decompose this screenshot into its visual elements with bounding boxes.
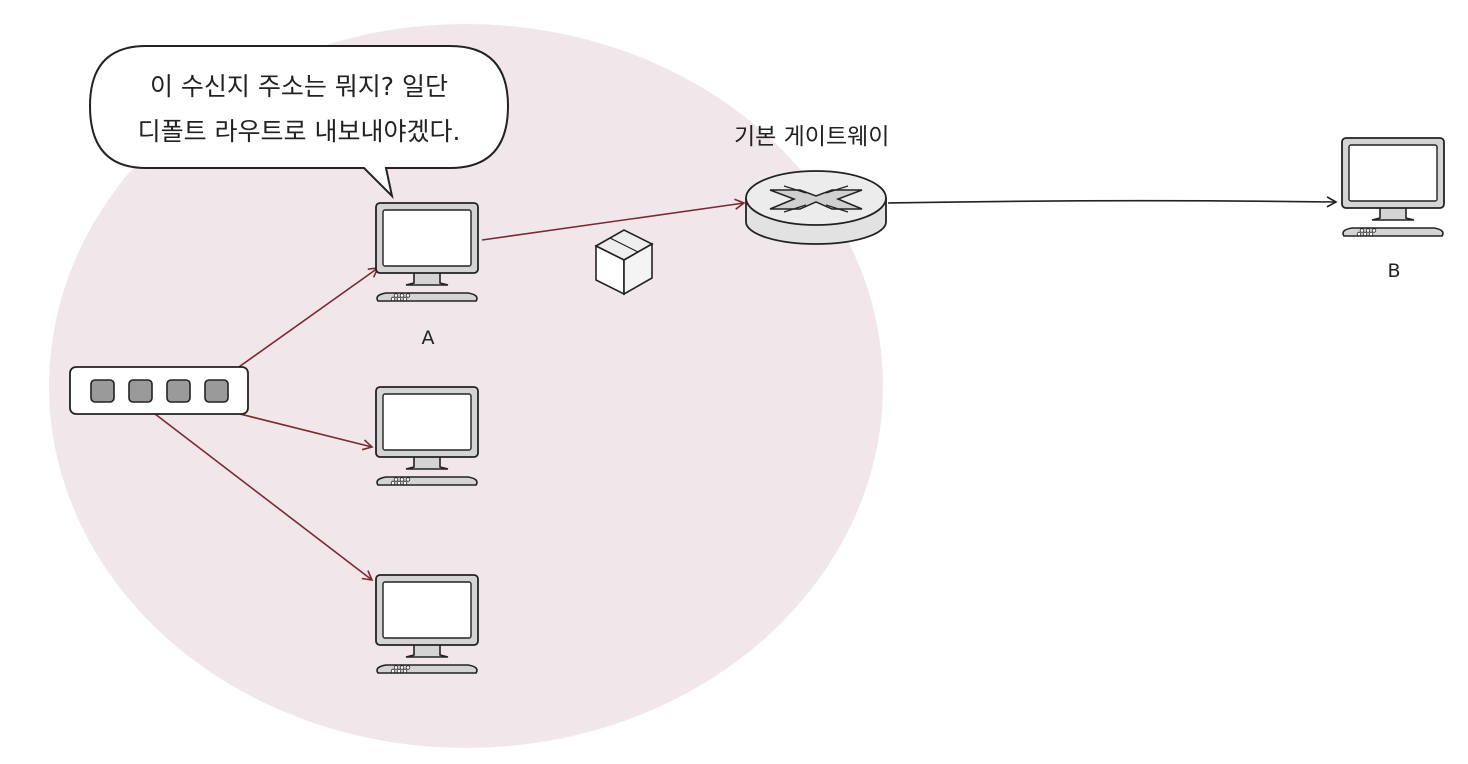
link-gateway-to-computer-b: [887, 196, 1338, 208]
link-switch-to-computer-a: [214, 267, 380, 385]
packet-box-icon: [594, 229, 654, 296]
link-switch-to-computer-3: [141, 403, 374, 582]
gateway-label: 기본 게이트웨이: [734, 124, 889, 150]
computer-b-label: B: [1387, 260, 1400, 282]
switch-icon: [69, 366, 249, 415]
speech-bubble-line-1: 이 수신지 주소는 뭐지? 일단: [150, 72, 448, 101]
computer-a-label: A: [422, 327, 435, 349]
speech-bubble: 이 수신지 주소는 뭐지? 일단 디폴트 라우트로 내보내야겠다.: [88, 45, 510, 200]
local-network-zone: [49, 24, 883, 748]
router-icon: [745, 170, 887, 245]
computer-b-icon: [1341, 137, 1445, 237]
link-computer-a-to-gateway: [481, 198, 746, 241]
speech-bubble-line-2: 디폴트 라우트로 내보내야겠다.: [138, 117, 461, 146]
